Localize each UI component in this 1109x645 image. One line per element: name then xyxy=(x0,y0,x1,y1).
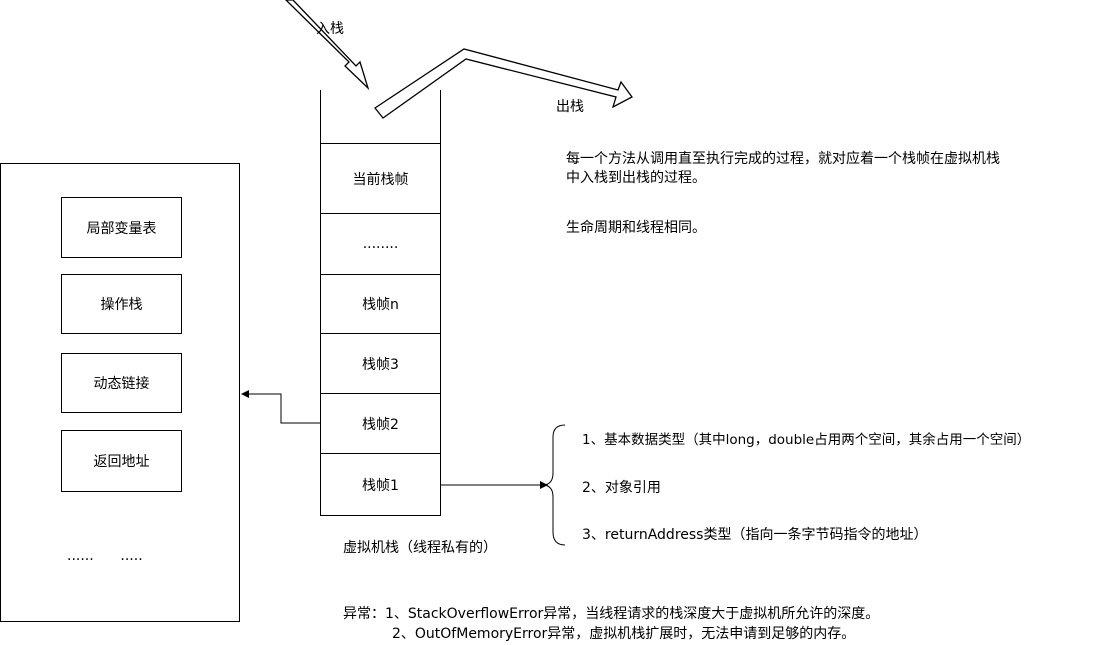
stack-dots: ........ xyxy=(320,213,441,275)
locals-brace xyxy=(543,424,566,546)
push-label: 入栈 xyxy=(316,21,344,37)
locals-link-arrowhead xyxy=(540,481,548,489)
local-variable-table-label: 局部变量表 xyxy=(86,220,157,237)
frame-link-line xyxy=(248,393,320,424)
local-variable-table: 局部变量表 xyxy=(61,197,182,258)
operand-stack-label: 操作栈 xyxy=(100,297,143,313)
return-address: 返回地址 xyxy=(61,430,182,492)
lifecycle-note: 生命周期和线程相同。 xyxy=(566,220,706,236)
stack-frame-n-label: 栈帧n xyxy=(362,297,399,313)
return-address-label: 返回地址 xyxy=(93,454,150,470)
error-line-2: 2、OutOfMemoryError异常，虚拟机栈扩展时，无法申请到足够的内存。 xyxy=(392,626,856,642)
locals-item-2: 2、对象引用 xyxy=(582,480,661,496)
operand-stack: 操作栈 xyxy=(61,274,182,334)
dynamic-linking: 动态链接 xyxy=(61,353,182,413)
vm-stack-caption: 虚拟机栈（线程私有的） xyxy=(343,540,497,556)
stack-frame-3-label: 栈帧3 xyxy=(362,356,399,373)
push-arrow xyxy=(285,0,370,91)
stack-frame-1: 栈帧1 xyxy=(320,453,441,516)
locals-item-1: 1、基本数据类型（其中long，double占用两个空间，其余占用一个空间） xyxy=(582,432,1031,448)
note-line-2: 中入栈到出栈的过程。 xyxy=(566,170,706,186)
current-stack-frame: 当前栈帧 xyxy=(320,143,441,214)
current-stack-frame-label: 当前栈帧 xyxy=(352,171,409,188)
locals-item-3: 3、returnAddress类型（指向一条字节码指令的地址） xyxy=(582,527,928,543)
stack-frame-3: 栈帧3 xyxy=(320,333,441,394)
error-line-1: 异常：1、StackOverflowError异常，当线程请求的栈深度大于虚拟机… xyxy=(343,606,880,622)
stack-frame-1-label: 栈帧1 xyxy=(362,477,399,494)
stack-frame-2-label: 栈帧2 xyxy=(362,416,399,433)
pop-label: 出栈 xyxy=(556,99,584,115)
stack-frame-2: 栈帧2 xyxy=(320,393,441,454)
stack-frame-n: 栈帧n xyxy=(320,274,441,334)
note-line-1: 每一个方法从调用直至执行完成的过程，就对应着一个栈帧在虚拟机栈 xyxy=(566,151,1000,167)
dynamic-linking-label: 动态链接 xyxy=(93,376,150,392)
frame-ellipsis: ...... ..... xyxy=(67,548,143,564)
frame-link-arrowhead xyxy=(241,390,249,398)
stack-dots-label: ........ xyxy=(362,236,399,252)
